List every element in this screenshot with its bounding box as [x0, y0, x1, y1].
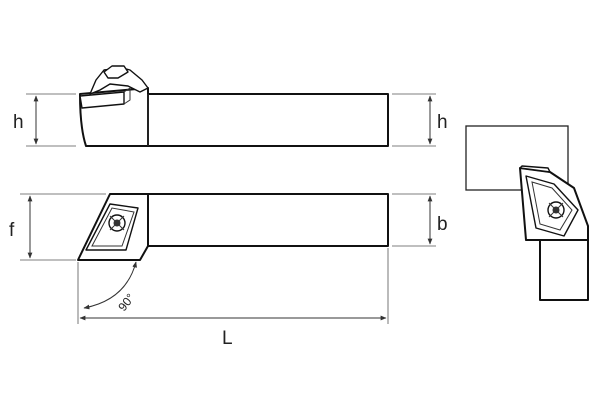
angle-90: 90°: [83, 261, 138, 314]
dimension-L: L: [77, 248, 389, 349]
shank-side: [147, 93, 389, 147]
dimension-h-left: h: [13, 93, 76, 147]
dimension-f: f: [9, 193, 106, 261]
shank-application: [539, 239, 589, 301]
label-angle: 90°: [115, 291, 137, 314]
top-view: [77, 193, 389, 261]
clamp-side: [89, 67, 149, 95]
shank-top: [147, 193, 389, 247]
label-L: L: [222, 328, 233, 349]
dimension-h-right: h: [392, 93, 448, 147]
label-f: f: [9, 220, 15, 241]
label-h-right: h: [437, 112, 448, 133]
side-view: [79, 65, 389, 147]
application-view: [465, 125, 589, 301]
dimension-b: b: [392, 193, 448, 247]
label-b: b: [437, 214, 448, 235]
label-h-left: h: [13, 112, 24, 133]
